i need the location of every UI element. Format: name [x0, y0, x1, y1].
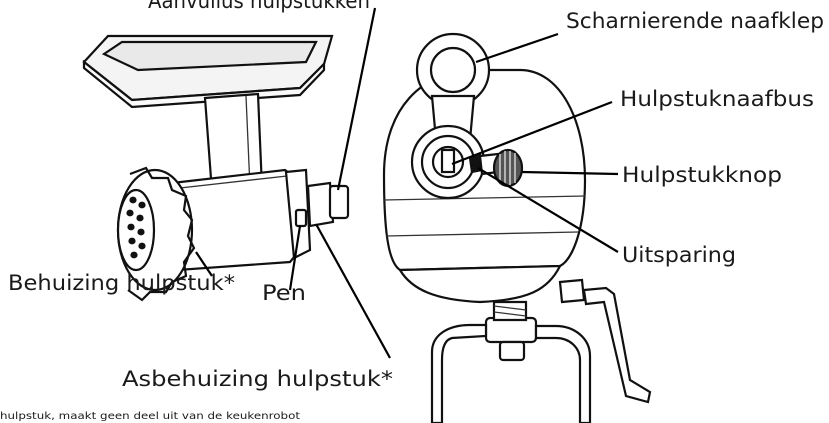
pin [294, 208, 308, 228]
mixer-head [382, 32, 652, 423]
footnote: hulpstuk, maakt geen deel uit van de keu… [0, 411, 300, 422]
label-notch: Uitsparing [622, 243, 736, 267]
label-knob: Hulpstukknop [622, 163, 782, 187]
grinder-attachment [82, 34, 350, 302]
label-top-cut: Aanvullus hulpstukken [148, 0, 370, 13]
lock-lever [582, 286, 652, 404]
shaft-housing [306, 181, 335, 228]
callout-lines [195, 7, 619, 359]
label-hub-socket: Hulpstuknaafbus [620, 87, 814, 111]
label-housing: Behuizing hulpstuk* [8, 271, 235, 295]
label-hinged-cover: Scharnierende naafklep [566, 9, 824, 33]
label-shaft-housing: Asbehuizing hulpstuk* [122, 367, 393, 391]
mixer-column [430, 323, 488, 423]
label-pin: Pen [262, 281, 306, 305]
